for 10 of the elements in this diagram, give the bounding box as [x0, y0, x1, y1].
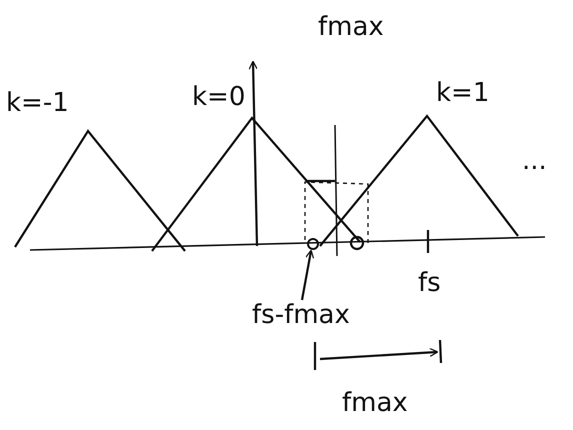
frequency-label: fs-fmax	[252, 302, 350, 328]
circle-marker	[307, 238, 319, 250]
arrow	[300, 250, 314, 300]
frequency-label: fmax	[342, 390, 408, 416]
ellipsis: ...	[522, 148, 547, 174]
frequency-label: fmax	[318, 14, 384, 40]
index-label: k=1	[436, 80, 490, 106]
index-label: k=0	[192, 84, 246, 110]
index-label: k=-1	[6, 90, 69, 116]
frequency-label: fs	[418, 270, 441, 296]
